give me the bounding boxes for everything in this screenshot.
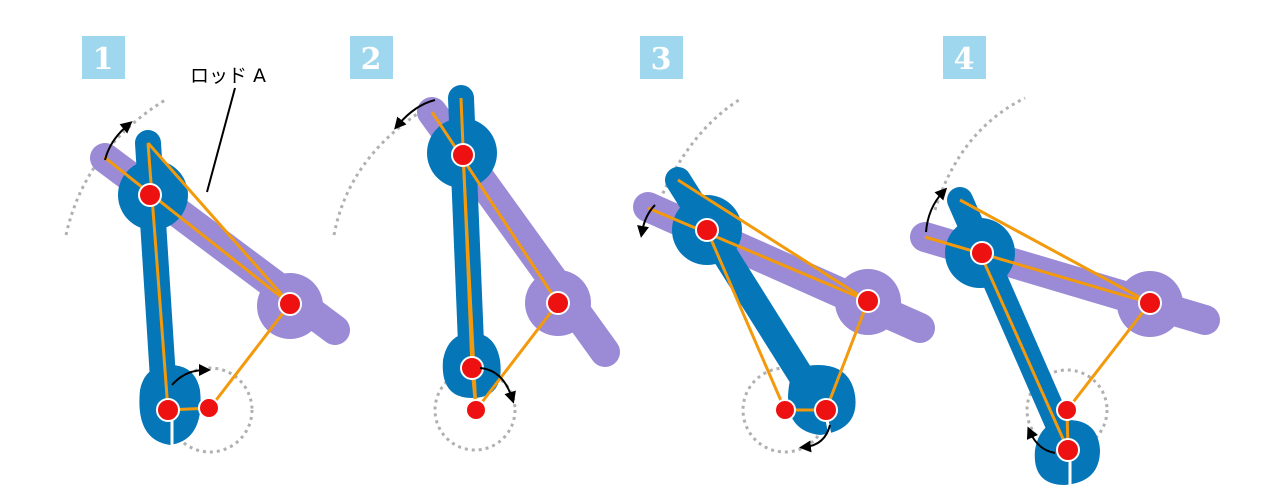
step-number-4: 4 [954,42,975,77]
pivot-rod-end [1138,291,1162,315]
crank-arm [665,167,856,437]
pivot-upper [970,241,994,265]
panel-4: 4 [910,36,1220,487]
step-badge-3: 3 [640,36,683,79]
pivot-rod-end [546,291,570,315]
panel-3: 3 [633,36,935,454]
rotation-arrow-icon [637,204,656,238]
pivot-upper [451,143,475,167]
pivot-crank-base [1056,438,1080,462]
pivot-rod-end [278,292,302,316]
rod-link-line [647,206,869,303]
pivot-crank-base [814,398,838,422]
step-badge-4: 4 [943,36,986,79]
rotation-arrow-icon [479,367,516,404]
pivot-crank-pin [1056,399,1078,421]
motion-path-arc [933,96,1026,211]
rotation-arrow-icon [394,99,436,130]
rotation-arrow-icon [171,364,211,386]
rod-a-label: ロッド A [190,65,266,87]
motion-path-arc [332,98,441,236]
pivot-crank-base [156,398,180,422]
rod-link-line [103,155,291,306]
step-badge-2: 2 [350,36,393,79]
step-number-3: 3 [651,42,672,77]
rotation-arrow-icon [1026,426,1056,454]
rod-a-callout: ロッド A [190,65,266,193]
pivot-crank-pin [774,399,796,421]
pivot-crank-base [460,356,484,380]
rotation-arrow-icon [104,121,133,161]
pivot-crank-pin [198,397,220,419]
callout-leader-line [206,87,236,193]
crank-circle-path [1025,368,1109,452]
panel-1: 1 ロッド A [64,36,350,454]
panel-2: 2 [332,36,620,452]
rotation-arrow-icon [925,187,948,233]
pivot-upper [695,218,719,242]
pivot-crank-pin [465,399,487,421]
step-number-2: 2 [361,42,382,77]
step-number-1: 1 [93,42,114,77]
rod-link-line [924,235,1151,305]
pivot-rod-end [856,289,880,313]
crank-circle-path [433,368,517,452]
rotation-arrow-icon [799,424,831,453]
step-badge-1: 1 [82,36,125,79]
pivot-upper [138,183,162,207]
